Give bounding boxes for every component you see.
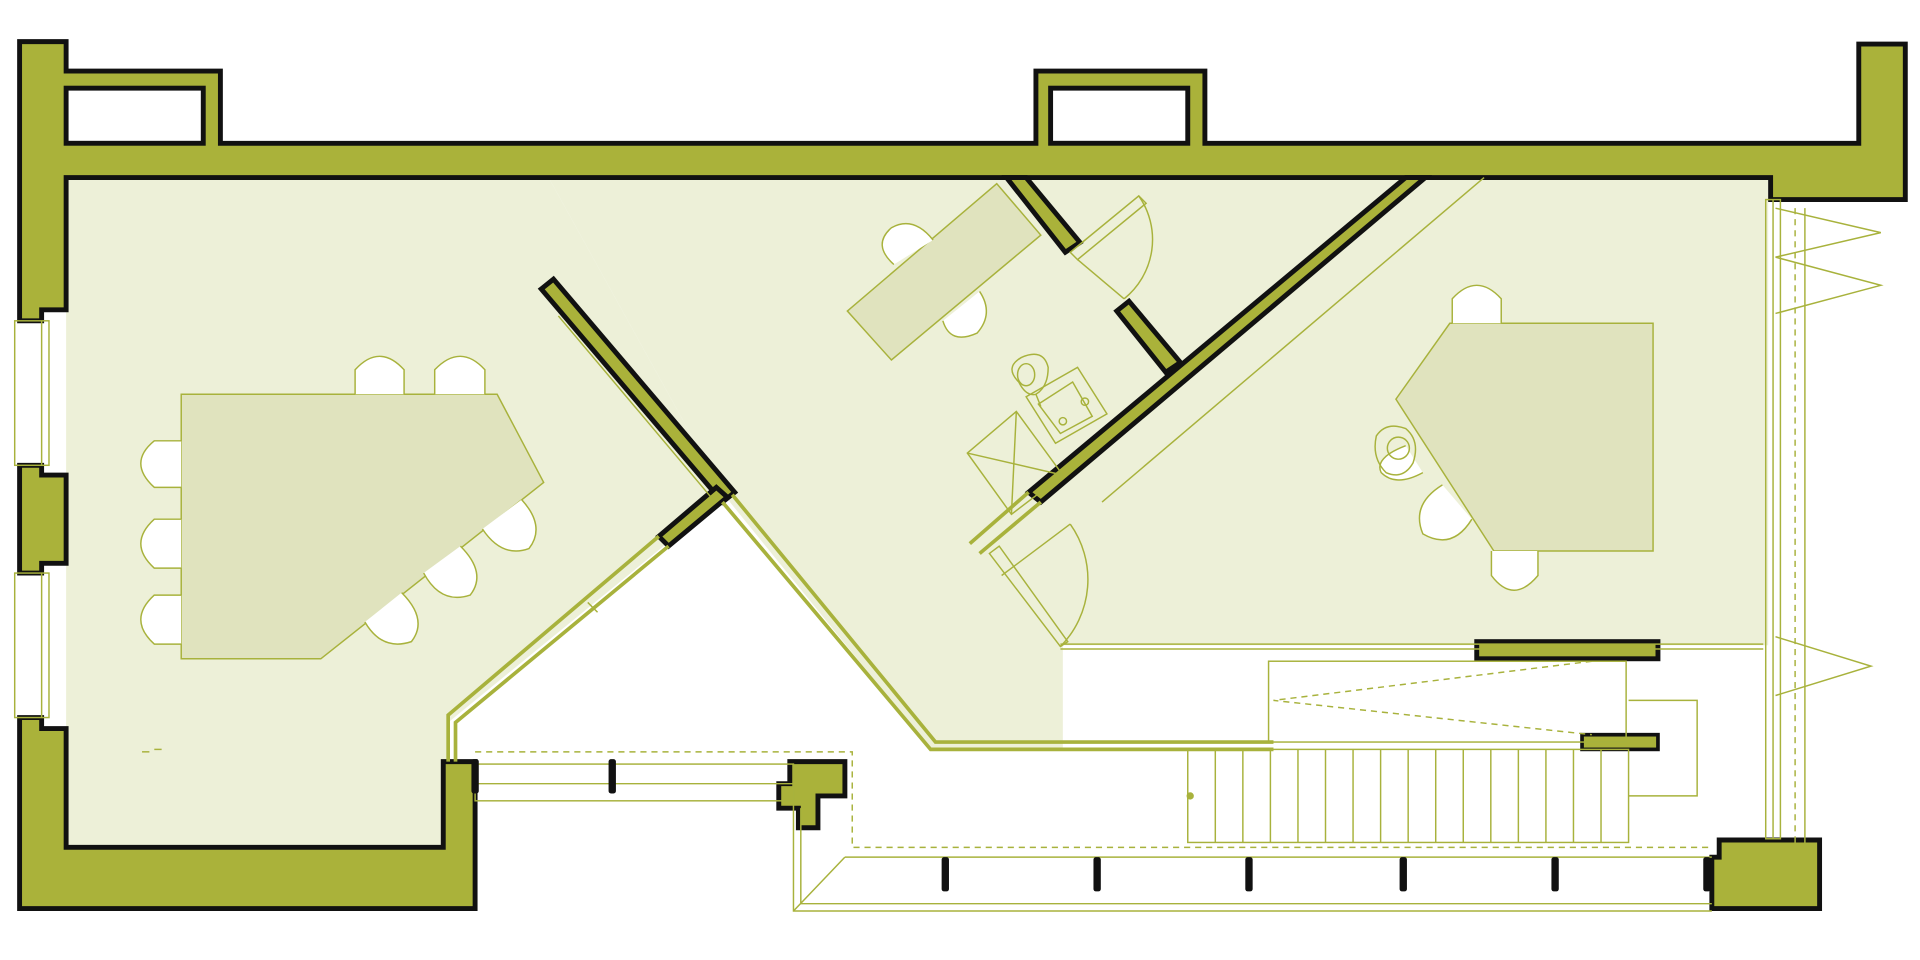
radiator-post: [1245, 857, 1253, 892]
chair: [1379, 445, 1424, 481]
window-opening-arrows: [1775, 207, 1884, 697]
radiator-post: [608, 759, 616, 794]
chair: [1451, 284, 1502, 324]
window-west-upper: [13, 320, 50, 467]
chair: [881, 223, 934, 266]
staircase: [1186, 660, 1698, 844]
partition-wc-upper: [1001, 175, 1084, 256]
exterior-wall-pier: [17, 462, 69, 576]
chair: [140, 518, 182, 569]
chair: [433, 355, 486, 395]
chair: [423, 545, 478, 599]
radiator-post: [1703, 857, 1711, 892]
radiators: [471, 759, 1711, 892]
chimney-recess-west: [63, 85, 206, 146]
stair-direction-arrow: [1273, 660, 1592, 736]
radiator-post: [1551, 857, 1559, 892]
windows: [13, 198, 1782, 840]
window-west-lower: [13, 572, 50, 719]
stair-upper-flight: [1267, 660, 1627, 743]
radiator-post: [941, 857, 949, 892]
door-wc-leaf: [1069, 194, 1148, 261]
wall-recesses: [63, 85, 1191, 146]
chair: [140, 440, 182, 489]
balcony-gallery: [474, 208, 1806, 912]
sink-icon: [1025, 366, 1108, 445]
exterior-wall-north-west: [17, 39, 1908, 324]
chairs: [140, 223, 1539, 645]
door-wc-swing: [1123, 195, 1154, 300]
chair: [140, 594, 182, 645]
furniture: [180, 182, 1654, 660]
desk-north: [846, 182, 1042, 362]
chair: [942, 291, 988, 338]
column-south-east: [1709, 837, 1823, 912]
partitions: [537, 175, 1661, 752]
chimney-recess-centre: [1048, 85, 1191, 146]
radiator-post: [1399, 857, 1407, 892]
desk-east: [1395, 322, 1654, 552]
door-office-swing: [1059, 523, 1089, 648]
stair-wall: [1474, 639, 1661, 662]
partition-diagonal-west: [537, 275, 739, 506]
stair-upper-outline: [1628, 699, 1698, 797]
chair: [481, 499, 537, 552]
chair: [354, 355, 405, 395]
balcony-rail-west: [474, 763, 795, 802]
wc-fixtures: [966, 353, 1108, 516]
column-south: [776, 759, 848, 831]
exterior-wall-south-west: [17, 715, 478, 912]
partition-stub-west: [655, 484, 732, 550]
exterior-walls: [17, 39, 1908, 912]
door-office-leaf: [988, 545, 1069, 648]
partition-wc-lower: [1113, 297, 1185, 376]
chair: [364, 592, 419, 645]
construction-marks: [142, 748, 162, 753]
stair-start-dot: [1186, 792, 1194, 800]
chair: [1418, 484, 1473, 541]
partition-diagonal-centre: [1024, 175, 1433, 506]
doors: [988, 194, 1154, 648]
radiator-post: [1093, 857, 1101, 892]
radiator-post: [471, 759, 479, 794]
stair-treads: [1214, 749, 1602, 843]
glazed-partitions: [446, 490, 1274, 762]
chair: [1490, 551, 1539, 591]
person-figure: [1374, 425, 1417, 476]
partition-details: [557, 176, 1764, 650]
